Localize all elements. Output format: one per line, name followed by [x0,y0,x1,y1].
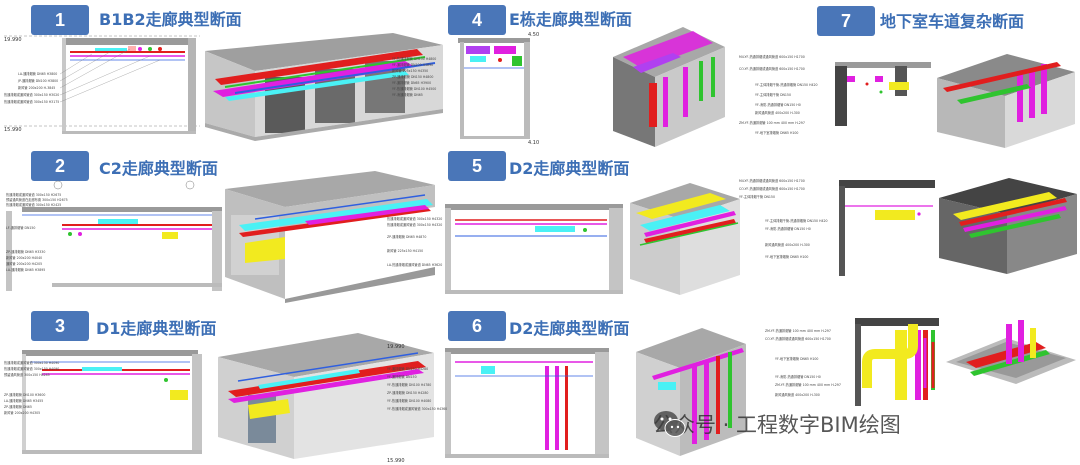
annotation: 热通排烟或通风管道 300x150 H3020 [4,92,59,97]
annotation: YF-通排烟管 DN150 [387,374,417,379]
panel-title: 地下室车道复杂断面 [880,12,1025,31]
annotation: YF-热通排烟管 DN150 H4800 [392,56,436,61]
annotation: 新风通风管道 400x200 H-300 [765,242,810,247]
panel-number-badge: 6 [448,311,506,341]
watermark-text: 公众号 · 工程数字BIM绘图 [653,413,901,437]
panel-number-badge: 1 [31,5,89,35]
annotation: YF-通排烟管 DN100 H4890 [392,62,433,67]
annotation: LF-通排烟管 DN150 [6,225,35,230]
annotation: YF-地下室排烟管 DN65 H100 [755,130,798,135]
annotation: LA-通排烟管 DN65 H3455 [4,398,43,403]
annotation: 热通排烟或通风管道 300x150 H3175 [4,99,59,104]
annotation: ZM-YF-热通排烟管 100 mm 400 mm H-297 [739,120,805,125]
annotation: ZM-YF-热通排烟管 100 mm 400 mm H-297 [765,328,831,333]
annotation: ZM-YF-热通排烟管 100 mm 400 mm H-297 [775,382,841,387]
annotation: YF-主体排烟干管-热通排烟管 DN150 H420 [765,218,828,223]
level-label: 15.990 [387,458,405,464]
annotation: 新风管 200x200 H-3845 [18,85,55,90]
annotation: ZP-通排烟管 DN150 H4280 [387,390,428,395]
annotation: YF-主体排烟干管 DN150 [739,194,775,199]
section-drawing: 19.990 15.990 LA-通排烟管 DN65 H3800 JP-通排烟管… [4,35,200,134]
annotation: LA-通排烟管 DN65 H3895 [6,267,45,272]
isometric-model [613,27,725,147]
level-label: 19.990 [4,37,22,43]
annotation: ZP-通排烟管 DN65 H3330 [6,249,45,254]
panel-title: D2走廊典型断面 [509,319,630,338]
annotation: YF-主体排烟干管 DN150 [755,92,791,97]
panel-number-badge: 4 [448,5,506,35]
annotation: 热通排烟或通风管道 300x150 H2675 [6,192,61,197]
annotation: YF-热通排烟管 DN100 H4080 [387,398,431,403]
panel-number-badge: 5 [448,151,506,181]
annotation: 热通排烟或通风管道 300x150 H4090 [4,360,59,365]
annotation: YF-消防-热通排烟管 DN150 H0 [765,226,811,231]
isometric-model [630,183,740,295]
section-drawing: 19.990 15.990 YF-通排烟管 DN150 H4280 YF-通排烟… [387,344,609,464]
annotation: ZP-通排烟管 DN150 H4800 [392,74,433,79]
section-drawing: 热通排烟或通风管道 300x150 H4320 热通排烟或通风管道 300x15… [387,204,623,294]
yellow-pipe-elbow [862,324,935,388]
annotation: ZP-通排烟管 DN100 H3600 [4,392,45,397]
annotation: YF-通排烟管 DN65 H3900 [392,80,431,85]
annotation: 新风管 225x150 H4150 [387,248,423,253]
panel-number-badge: 7 [817,6,875,36]
annotation: 新风通风管道 400x200 H-300 [775,392,820,397]
annotation: LA-热通排烟或通风管道 DN65 H3620 [387,262,442,267]
annotation: YF-主体排烟干管-热通排烟管 DN150 H420 [755,82,818,87]
annotation: ZP-通排烟管 DN65 [4,404,32,409]
section-drawing: 热通排烟或通风管道 300x150 H2675 预留通风管道在走廊布置 300x… [6,180,222,291]
panel-number-badge: 3 [31,311,89,341]
panel-title: E栋走廊典型断面 [509,10,632,29]
isometric-model [939,178,1077,274]
annotation: CO-YF-热通排烟或通风管道 600x150 H1700 [765,336,831,341]
section-drawing: 4.50 4.10 YF-热通排烟管 DN150 H4800 YF-通排烟管 D… [392,32,539,146]
annotation: YF-消防-热通排烟管 DN150 H0 [755,102,801,107]
annotation: YF-热通排烟管 DN100 H4500 [392,86,436,91]
annotation: YF-地下室排烟管 DN65 H100 [765,254,808,259]
annotation: 热通排烟或通风管道 300x150 H4090 [4,366,59,371]
annotation: 新风管 200x200 H4040 [6,255,42,260]
annotation: 新风管 200x200 H4305 [4,410,40,415]
level-label: 4.10 [528,140,539,146]
annotation: 新风通风管道 400x200 H-300 [755,110,800,115]
watermark: 公众号 · 工程数字BIM绘图 [653,401,1080,447]
isometric-model [937,54,1075,148]
annotation: YF-消通排烟管 DN65 [392,92,423,97]
annotation: YF-热通排烟管 DN100 H4780 [387,382,431,387]
annotation: CO-YF-热通排烟或通风管道 600x150 H1700 [739,66,805,71]
level-label: 15.990 [4,127,22,133]
panel-title: D1走廊典型断面 [96,319,217,338]
level-label: 4.50 [528,32,539,38]
isometric-model [225,171,435,303]
annotation: 新风管 225x150 H4350 [392,68,428,73]
panel-title: C2走廊典型断面 [99,159,218,178]
section-drawing: 热通排烟或通风管道 300x150 H4090 热通排烟或通风管道 300x15… [4,350,202,454]
annotation: M4-YF-热通排烟或通风管道 600x150 H1700 [739,54,805,59]
section-drawing: M4-YF-热通排烟或通风管道 600x150 H1700 CO-YF-热通排烟… [739,178,935,276]
annotation: 通风管 200x200 H4205 [6,261,42,266]
isometric-model [946,320,1076,384]
annotation: 预留通风管道在走廊布置 300x150 H2675 [6,197,68,202]
isometric-model [218,333,434,459]
annotation: YF-地下室排烟管 DN65 H100 [775,356,818,361]
section-drawing: M4-YF-热通排烟或通风管道 600x150 H1700 CO-YF-热通排烟… [739,54,931,135]
annotation: M4-YF-热通排烟或通风管道 600x150 H1700 [739,178,805,183]
panel-title: B1B2走廊典型断面 [99,10,242,29]
annotation: YF-通排烟管 DN150 H4280 [387,366,428,371]
isometric-model [205,33,443,141]
level-label: 19.990 [387,344,405,350]
annotation: ZP-通排烟管 DN65 H4870 [387,234,426,239]
annotation: JP-通排烟管 DN100 H3800 [17,78,58,83]
annotation: 预留通风管道 300x150 H4245 [4,372,50,377]
annotation: 热通排烟或通风管道 300x150 H4320 [387,216,442,221]
annotation: CO-YF-热通排烟或通风管道 600x150 H1700 [739,186,805,191]
panel-number-badge: 2 [31,151,89,181]
annotation: YF-热通排烟或通风管道 300x150 H4360 [387,406,447,411]
annotation: 热通排烟或通风管道 300x150 H4320 [387,222,442,227]
panel-title: D2走廊典型断面 [509,159,630,178]
wechat-icon [654,411,686,437]
annotation: 热通排烟或通风管道 300x150 H2425 [6,202,61,207]
annotation: YF-消防-热通排烟管 DN150 H0 [775,374,821,379]
annotation: LA-通排烟管 DN65 H3800 [18,71,57,76]
